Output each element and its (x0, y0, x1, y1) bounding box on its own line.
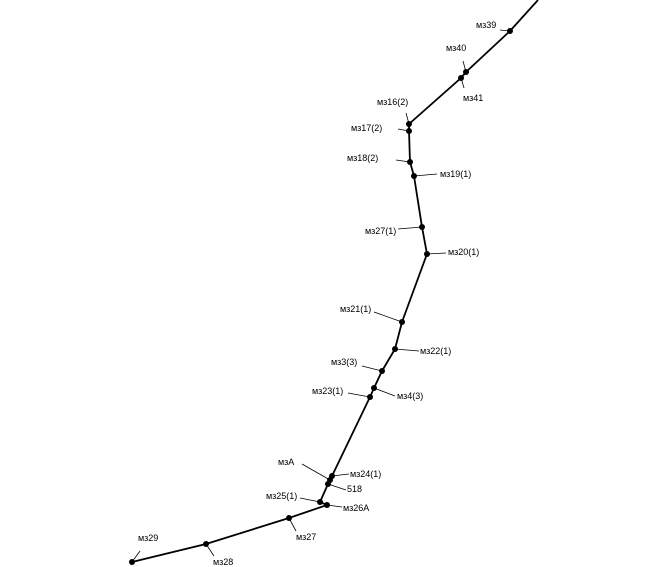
survey-point-mz41 (458, 75, 464, 81)
point-label-mzA: мзА (278, 457, 294, 467)
survey-point-mz28 (203, 541, 209, 547)
survey-point-p518 (325, 481, 331, 487)
leader-line-mz3_3 (361, 365, 383, 372)
survey-point-mz19_1 (411, 173, 417, 179)
survey-point-mz29 (129, 559, 135, 565)
survey-point-mz17_2 (406, 128, 412, 134)
point-label-p518: 518 (347, 484, 362, 494)
point-label-mz40: мз40 (446, 43, 466, 53)
survey-point-mz27_1 (419, 224, 425, 230)
point-label-mz27: мз27 (296, 532, 316, 542)
survey-points (129, 28, 513, 565)
label-leaders (131, 29, 511, 563)
point-label-mz23_1: мз23(1) (312, 386, 343, 396)
point-label-mz39: мз39 (476, 20, 496, 30)
point-label-mz26A: мз26А (343, 503, 369, 513)
leader-line-mz22_1 (394, 348, 420, 352)
point-label-mz20_1: мз20(1) (448, 247, 479, 257)
survey-point-mz25_1 (317, 499, 323, 505)
survey-point-mz18_2 (407, 159, 413, 165)
traverse-line (131, 0, 539, 563)
survey-point-mz16_2 (406, 121, 412, 127)
leader-line-mz20_1 (426, 252, 447, 255)
point-label-mz25_1: мз25(1) (266, 491, 297, 501)
survey-point-mz3_3 (379, 368, 385, 374)
point-label-mz41: мз41 (463, 93, 483, 103)
survey-point-mz21_1 (399, 319, 405, 325)
leader-line-mzA (301, 463, 331, 481)
point-label-mz29: мз29 (138, 533, 158, 543)
leader-line-mz4_3 (373, 387, 396, 397)
point-label-mz3_3: мз3(3) (331, 357, 357, 367)
point-label-mz4_3: мз4(3) (397, 391, 423, 401)
point-label-mz21_1: мз21(1) (340, 304, 371, 314)
survey-point-mz23_1 (367, 394, 373, 400)
point-label-mz17_2: мз17(2) (351, 123, 382, 133)
leader-line-mz27_1 (397, 226, 423, 230)
survey-point-mz4_3 (371, 385, 377, 391)
survey-point-mz20_1 (424, 251, 430, 257)
survey-point-mz40 (463, 69, 469, 75)
traverse-polyline (131, 0, 539, 563)
survey-point-mz27 (286, 515, 292, 521)
point-label-mz28: мз28 (213, 557, 233, 567)
point-label-mz19_1: мз19(1) (440, 169, 471, 179)
leader-line-p518 (327, 483, 347, 491)
leader-line-mz19_1 (413, 173, 438, 177)
point-label-mz16_2: мз16(2) (377, 97, 408, 107)
leader-line-mz25_1 (299, 497, 321, 503)
point-label-mz24_1: мз24(1) (350, 469, 381, 479)
survey-point-mz39 (507, 28, 513, 34)
point-labels: мз39 мз40 мз41 мз16(2) мз17(2) мз18(2) мз19(1)… (138, 20, 496, 567)
leader-line-mz23_1 (347, 392, 371, 398)
point-label-mz18_2: мз18(2) (347, 153, 378, 163)
survey-point-mz22_1 (392, 346, 398, 352)
leader-line-mz21_1 (373, 311, 403, 323)
point-label-mz27_1: мз27(1) (365, 226, 396, 236)
point-label-mz22_1: мз22(1) (420, 346, 451, 356)
survey-point-mz26A (324, 502, 330, 508)
